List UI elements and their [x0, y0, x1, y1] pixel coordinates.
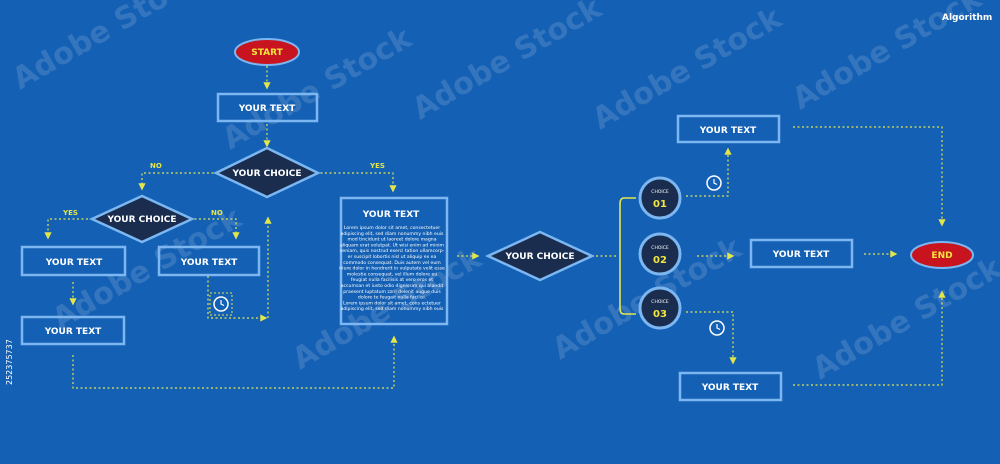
no-label: NO — [150, 162, 162, 170]
decision-diamond[interactable]: YOUR CHOICE — [485, 230, 595, 282]
decision-label: YOUR CHOICE — [106, 215, 176, 225]
process-box[interactable]: YOUR TEXT — [678, 371, 783, 402]
choice-circle-3[interactable]: CHOICE 03 — [638, 286, 682, 330]
paragraph-line: adipiscing elit, sed diam nonummy nibh e… — [341, 306, 444, 312]
clock-icon — [709, 320, 725, 336]
process-box[interactable]: YOUR TEXT — [749, 238, 854, 269]
decision-label: YOUR CHOICE — [231, 169, 301, 179]
end-terminal[interactable]: END — [910, 241, 974, 269]
clock-icon — [706, 175, 722, 191]
process-box[interactable]: YOUR TEXT — [20, 245, 127, 277]
process-box[interactable]: YOUR TEXT — [216, 92, 319, 123]
decision-label: YOUR CHOICE — [504, 252, 574, 262]
yes-label: YES — [369, 162, 385, 170]
watermark-text: Adobe Stock — [407, 0, 609, 127]
box-label: YOUR TEXT — [701, 383, 759, 393]
side-code: 252375737 — [5, 339, 14, 385]
end-label: END — [931, 251, 952, 261]
start-label: START — [251, 48, 283, 58]
paragraph-line: mod tincidunt ut laoreet dolore magna — [347, 237, 436, 243]
choice-number: 01 — [653, 199, 667, 210]
paragraph-line: praesent luptatum zzril delenit augue du… — [343, 289, 441, 295]
decision-diamond[interactable]: YOUR CHOICE — [213, 146, 321, 199]
diagram-title: Algorithm — [942, 13, 992, 23]
choice-circle-2[interactable]: CHOICE 02 — [638, 232, 682, 276]
paragraph-line: dolore te feugait nulla facilisi. — [358, 295, 426, 301]
paragraph-line: veniam, quis nostrud exerci tation ullam… — [340, 248, 445, 254]
choice-word: CHOICE — [651, 299, 669, 305]
paragraph-line: Lorem ipsum dolor sit amet, cons ectetue… — [343, 300, 441, 306]
choice-word: CHOICE — [651, 189, 669, 195]
clock-icon — [209, 292, 233, 316]
panel-paragraph: Lorem ipsum dolor sit amet, consectetuer… — [339, 225, 445, 312]
watermark-layer: Adobe Stock Adobe Stock Adobe Stock Adob… — [7, 0, 1000, 387]
paragraph-line: commodo consequat. Duis autem vel eum — [343, 260, 441, 266]
watermark-text: Adobe Stock — [217, 20, 419, 157]
paragraph-line: Lorem ipsum dolor sit amet, consectetuer — [344, 225, 440, 231]
paragraph-line: adipiscing elit, sed diam nonummy nibh e… — [341, 231, 444, 237]
yes-label: YES — [62, 209, 78, 217]
box-label: YOUR TEXT — [180, 258, 238, 268]
box-label: YOUR TEXT — [238, 104, 296, 114]
choice-circle-1[interactable]: CHOICE 01 — [638, 176, 682, 220]
paragraph-line: aliquam erat volutpat. Ut wisi enim ad m… — [340, 242, 445, 248]
paragraph-line: er suscipit lobortis nisl ut aliquip ex … — [348, 254, 437, 260]
box-label: YOUR TEXT — [44, 327, 102, 337]
paragraph-line: iriure dolor in hendrerit in vulputate v… — [339, 266, 445, 272]
box-label: YOUR TEXT — [45, 258, 103, 268]
box-label: YOUR TEXT — [699, 126, 757, 136]
watermark-text: Adobe Stock — [807, 250, 1000, 387]
paragraph-line: feugiat nulla facilisis at vero eros et — [351, 277, 433, 283]
decision-diamond[interactable]: YOUR CHOICE — [89, 194, 195, 244]
paragraph-line: molestie consequat, vel illum dolore eu — [347, 271, 438, 277]
text-panel[interactable]: YOUR TEXT Lorem ipsum dolor sit amet, co… — [339, 196, 449, 326]
choices-bracket — [619, 197, 636, 315]
choice-number: 02 — [653, 255, 667, 266]
choice-number: 03 — [653, 309, 667, 320]
process-box[interactable]: YOUR TEXT — [676, 114, 781, 144]
choice-word: CHOICE — [651, 245, 669, 251]
no-label: NO — [211, 209, 223, 217]
connectors — [44, 66, 946, 389]
watermark-text: Adobe Stock — [7, 0, 209, 97]
box-label: YOUR TEXT — [772, 250, 830, 260]
panel-heading: YOUR TEXT — [362, 210, 420, 220]
paragraph-line: accumsan et iusto odio dignissim qui bla… — [341, 283, 444, 289]
process-box[interactable]: YOUR TEXT — [20, 315, 126, 346]
process-box[interactable]: YOUR TEXT — [157, 245, 261, 277]
start-terminal[interactable]: START — [234, 38, 300, 66]
